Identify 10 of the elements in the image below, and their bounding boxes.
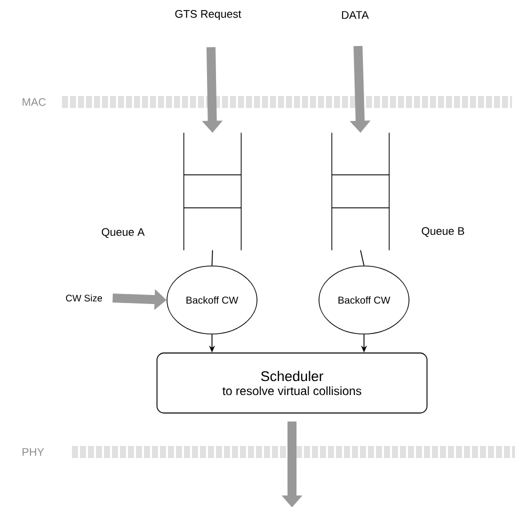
queue-drawing [183, 132, 242, 251]
queue-label: Queue A [102, 228, 145, 238]
text-label: CW Size [66, 294, 102, 302]
scheduler-box: Scheduler to resolve virtual collisions [156, 352, 428, 414]
text-label: GTS Request [175, 10, 242, 20]
layer-label: PHY [20, 447, 46, 457]
queue-drawing [331, 132, 390, 251]
queue-label: Queue B [422, 227, 464, 237]
text-label: DATA [342, 11, 369, 19]
layer-label: MAC [20, 97, 48, 107]
